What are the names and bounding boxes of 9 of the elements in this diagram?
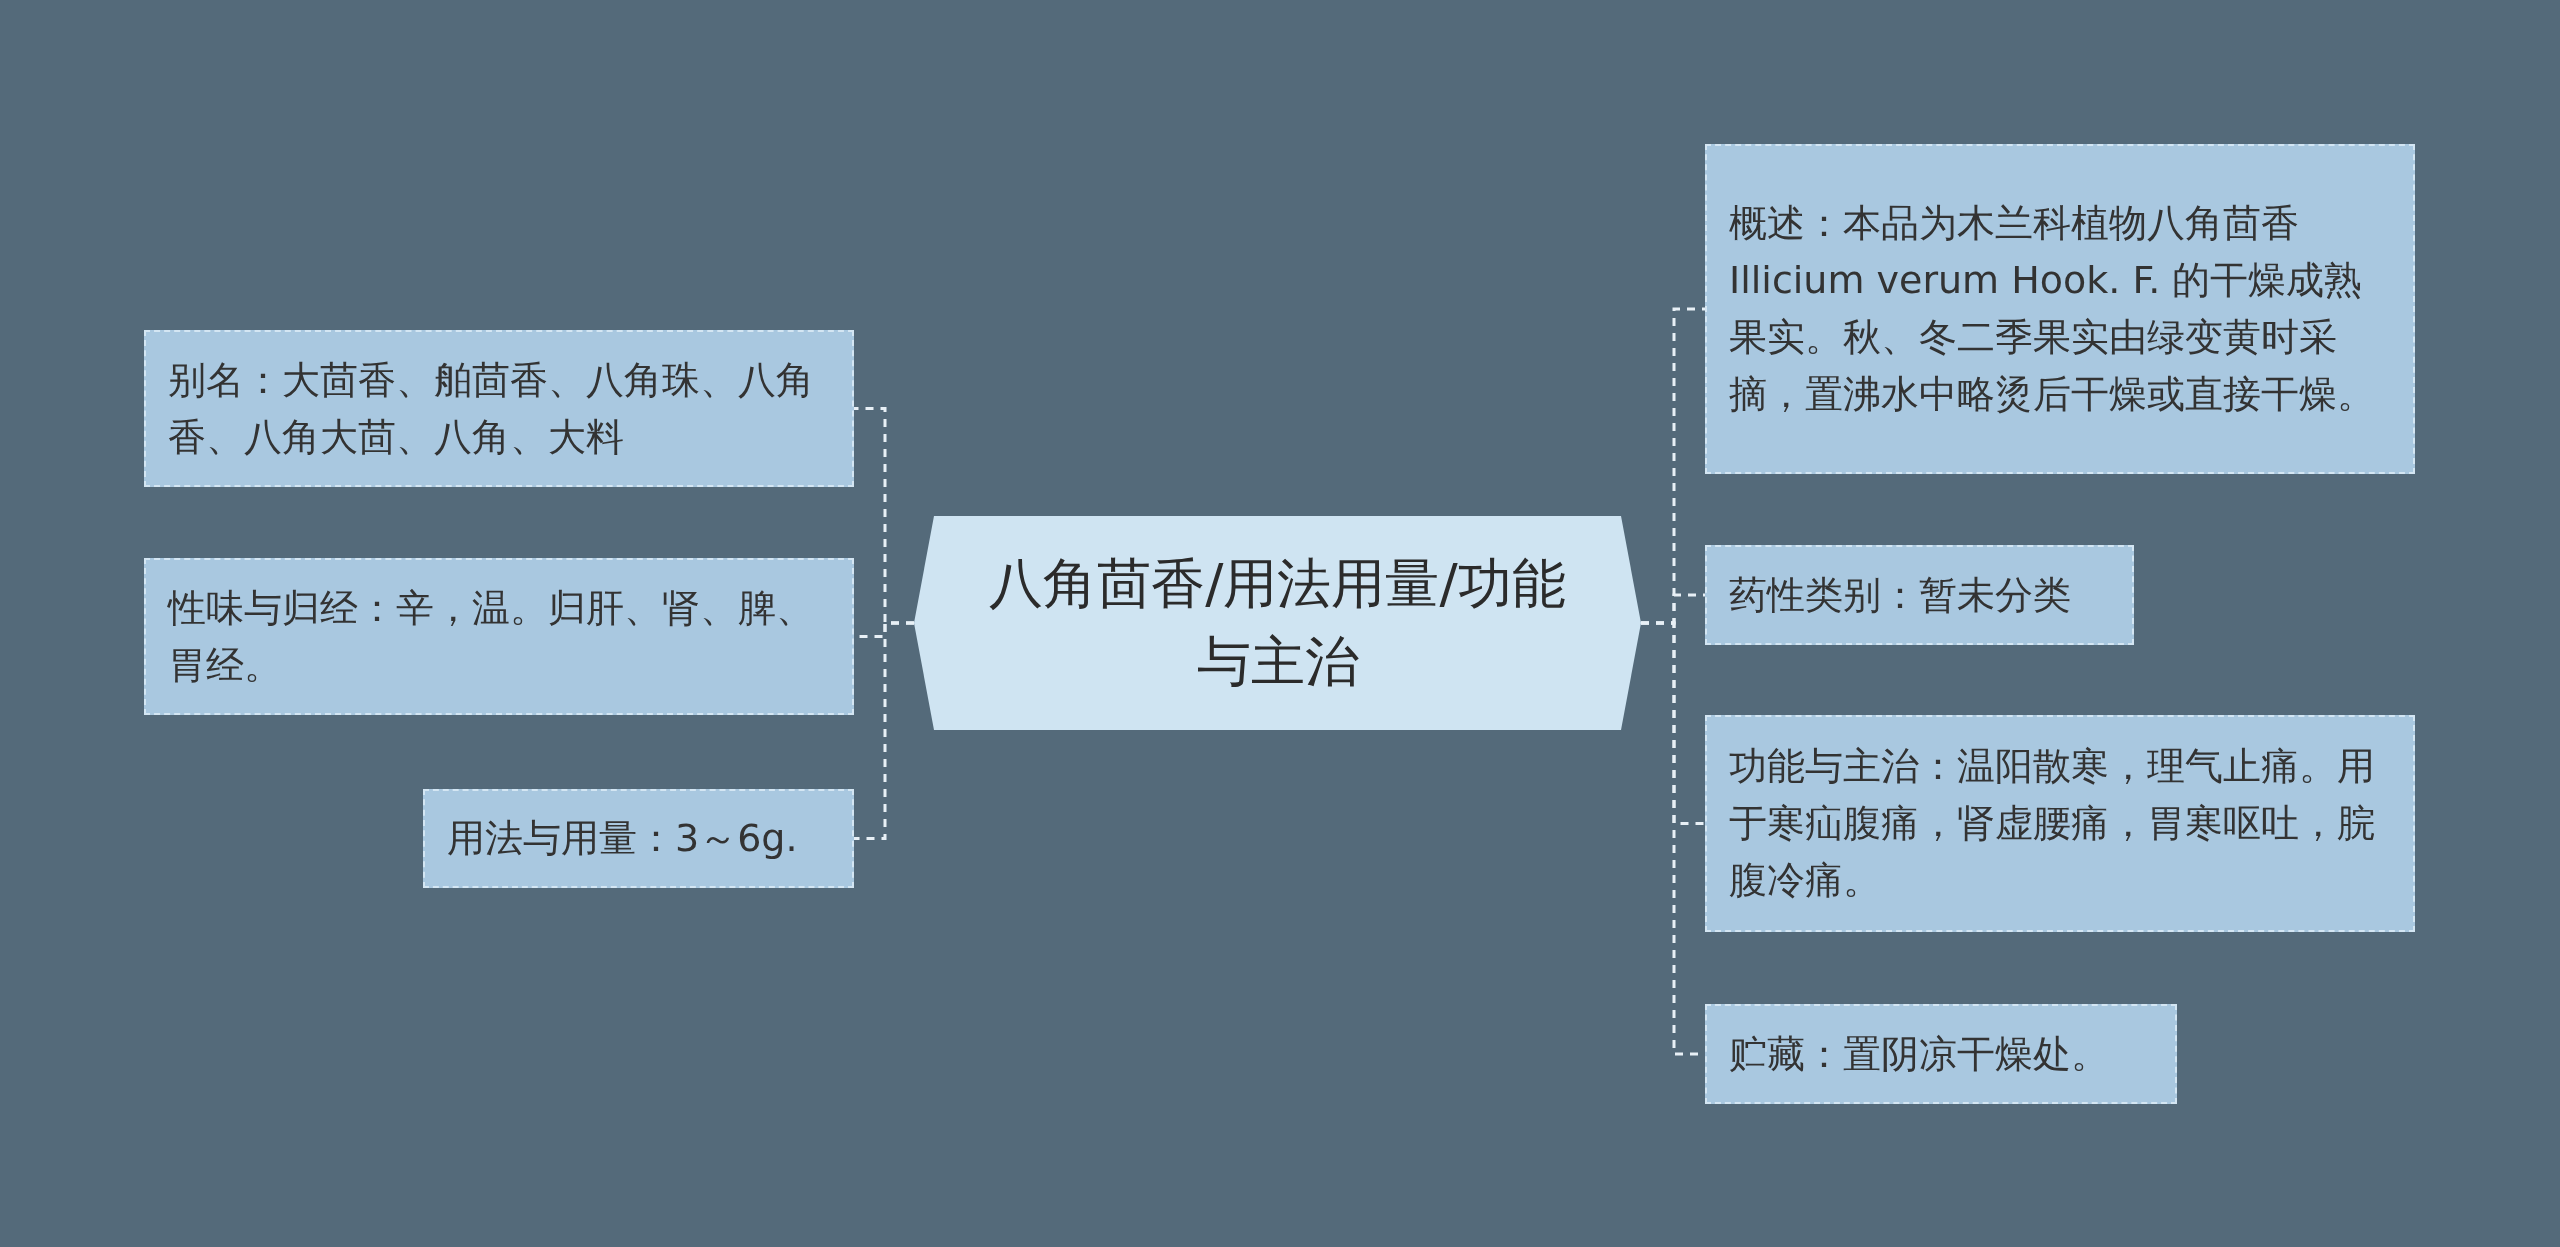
connector-line: [854, 621, 914, 840]
info-box: 概述：本品为木兰科植物八角茴香Illicium verum Hook. F. 的干燥成熟果实。秋、冬二季果实由绿变黄时采摘，置沸水中略烫后干燥或直接干燥。: [1705, 144, 2415, 474]
info-box: 性味与归经：辛，温。归肝、肾、脾、胃经。: [144, 558, 854, 715]
info-box: 药性类别：暂未分类: [1705, 545, 2134, 645]
topic-text: 八角茴香/用法用量/功能与主治: [988, 551, 1567, 695]
info-box: 用法与用量：3～6g.: [423, 789, 854, 888]
info-box: 别名：大茴香、舶茴香、八角珠、八角香、八角大茴、八角、大料: [144, 330, 854, 487]
info-box: 功能与主治：温阳散寒，理气止痛。用于寒疝腹痛，肾虚腰痛，胃寒呕吐，脘腹冷痛。: [1705, 715, 2415, 932]
info-box: 贮藏：置阴凉干燥处。: [1705, 1004, 2177, 1104]
